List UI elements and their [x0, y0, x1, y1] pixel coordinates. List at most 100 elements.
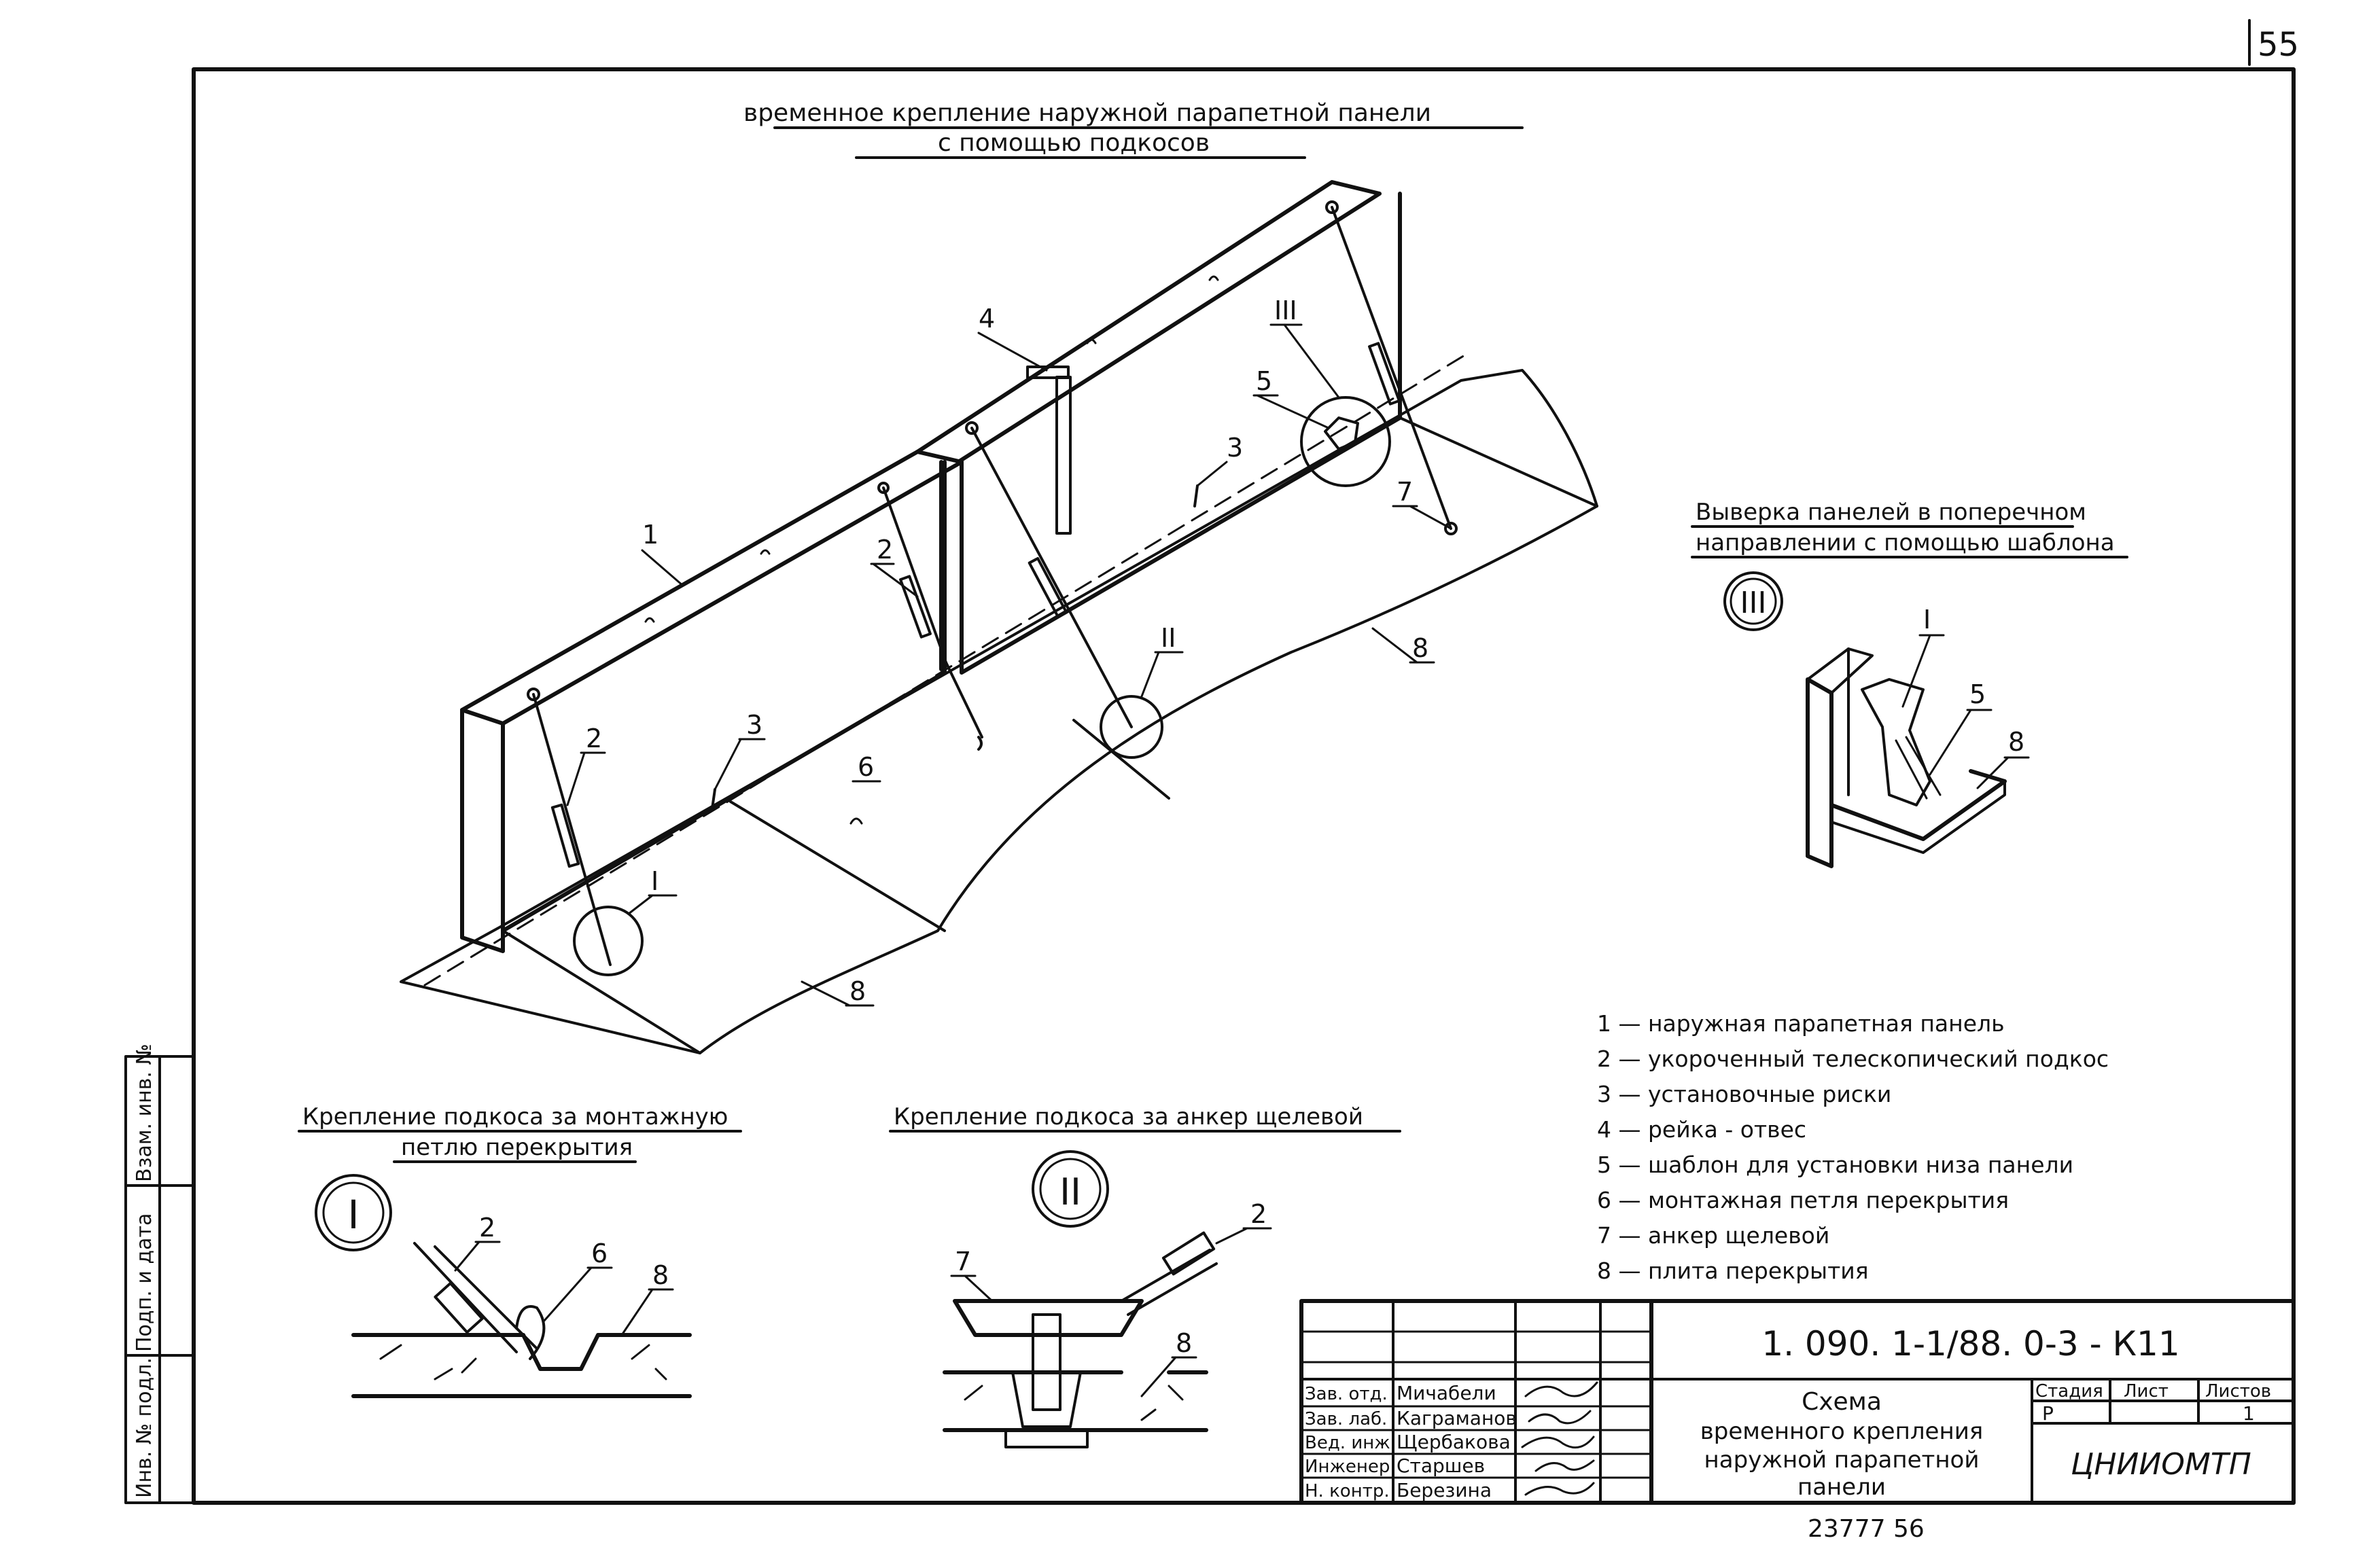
legend-item-4: 4 — рейка - отвес [1597, 1116, 1806, 1143]
side-stamp-sign: Подп. и дата [133, 1213, 156, 1352]
alignment-roman-circle [1723, 571, 1783, 631]
detail-I-brace [413, 1242, 518, 1353]
signature-3 [1521, 1436, 1595, 1449]
signature-5 [1524, 1482, 1595, 1496]
plumb-rail [1026, 366, 1072, 535]
legend-item-2: 2 — укороченный телескопический подкос [1597, 1046, 2109, 1072]
alignment-panel-section [1806, 677, 1833, 868]
legend-item-1: 1 — наружная парапетная панель [1597, 1010, 2005, 1037]
legend-item-6: 6 — монтажная петля перекрытия [1597, 1187, 2009, 1213]
detail-II-title: Крепление подкоса за анкер щелевой [894, 1103, 1363, 1130]
brace-group [527, 200, 1458, 966]
role-2: Зав. лаб. [1305, 1409, 1387, 1429]
alignment-callout-8: 8 [2008, 727, 2024, 757]
stage-value: Р [2042, 1402, 2054, 1425]
archive-number: 23777 56 [1808, 1515, 1925, 1543]
signature-1 [1524, 1381, 1598, 1397]
role-3-name: Щербакова [1397, 1431, 1511, 1453]
role-5: Н. контр. [1305, 1481, 1390, 1501]
detail-II-callout-8: 8 [1176, 1328, 1192, 1358]
main-title-line-1: временное крепление наружной парапетной … [743, 99, 1431, 127]
main-title: временное крепление наружной парапетной … [743, 99, 1524, 159]
legend-item-5: 5 — шаблон для установки низа панели [1597, 1152, 2073, 1178]
panel-loop-2 [760, 549, 771, 555]
callout-roman-II: II [1161, 623, 1176, 653]
callout-8-a: 8 [1412, 633, 1428, 663]
slab-joint-2 [1072, 719, 1170, 800]
detail-II-brace [1120, 1249, 1218, 1316]
template-in-circle [1324, 416, 1359, 450]
mark-3-a [711, 788, 716, 810]
detail-circle-III [1300, 396, 1391, 487]
side-stamp: Инв. № подл. Подп. и дата Взам. инв. № [124, 1044, 195, 1504]
sheet-label: Лист [2124, 1381, 2169, 1402]
alignment-title-line-1: Выверка панелей в поперечном [1696, 499, 2086, 526]
detail-I-slab-top [351, 1333, 692, 1371]
panel-loop-4 [1208, 275, 1219, 281]
signature-4 [1534, 1459, 1595, 1472]
alignment-title-line-2: направлении с помощью шаблона [1696, 529, 2115, 556]
legend-item-3: 3 — установочные риски [1597, 1081, 1891, 1107]
callout-roman-I: I [651, 866, 659, 896]
detail-II: Крепление подкоса за анкер щелевой II 2 … [889, 1103, 1401, 1448]
isometric-view: 1 2 2 3 3 4 5 6 7 8 [400, 180, 1598, 1054]
floor-slab [400, 369, 1598, 1054]
detail-II-callout-7: 7 [955, 1247, 971, 1277]
detail-I-title-line-1: Крепление подкоса за монтажную [302, 1103, 728, 1130]
title-block-name-4: панели [1797, 1474, 1886, 1501]
detail-I-roman-label: I [347, 1192, 359, 1238]
alignment-detail: Выверка панелей в поперечном направлении… [1691, 499, 2128, 868]
title-block-code: 1. 090. 1-1/88. 0-3 - К11 [1761, 1324, 2179, 1364]
title-block-name-1: Схема [1802, 1388, 1882, 1416]
detail-II-anchor-stem [1032, 1313, 1061, 1411]
main-title-line-2: с помощью подкосов [938, 129, 1210, 157]
panel-1-face [501, 460, 947, 933]
role-1-name: Мичабели [1397, 1382, 1496, 1404]
detail-circle-II [1100, 695, 1163, 759]
detail-I-callout-8: 8 [652, 1260, 669, 1290]
detail-I-title-line-2: петлю перекрытия [401, 1134, 633, 1161]
signature-2 [1528, 1410, 1592, 1425]
legend-item-8: 8 — плита перекрытия [1597, 1258, 1869, 1284]
panel-2-top [915, 180, 1382, 464]
alignment-callout-I: I [1923, 605, 1931, 635]
slab-joint-front [502, 929, 701, 1054]
callout-6-main: 6 [858, 752, 874, 782]
panel-loop-3 [1086, 338, 1097, 344]
title-block: 1. 090. 1-1/88. 0-3 - К11 Зав. отд. Мича… [1299, 1299, 2296, 1505]
sheets-label: Листов [2205, 1381, 2271, 1402]
detail-I-roman-circle [315, 1174, 392, 1251]
detail-II-anchor-wedge [1011, 1371, 1082, 1428]
slab-joint-1 [729, 800, 946, 932]
role-5-name: Березина [1397, 1479, 1492, 1501]
alignment-template [1861, 678, 1931, 806]
panel-1-end [460, 708, 505, 953]
legend: 1 — наружная парапетная панель 2 — укоро… [1597, 1010, 2109, 1284]
alignment-roman-label: III [1740, 586, 1767, 620]
callout-2-a: 2 [586, 724, 602, 753]
sheet-number: 55 [2258, 26, 2299, 64]
panel-2-face [960, 192, 1402, 675]
callout-3-b: 3 [1227, 433, 1243, 463]
alignment-slab [1829, 769, 2007, 841]
callout-2-b: 2 [877, 535, 893, 565]
detail-I-loop [515, 1305, 546, 1360]
detail-circle-I [573, 906, 644, 976]
title-block-name-2: временного крепления [1700, 1418, 1984, 1445]
legend-item-7: 7 — анкер щелевой [1597, 1222, 1829, 1249]
role-4-name: Старшев [1397, 1455, 1485, 1477]
callout-7-main: 7 [1397, 477, 1413, 507]
detail-I-callout-6: 6 [591, 1239, 608, 1268]
side-stamp-inv: Инв. № подл. [133, 1357, 156, 1498]
title-block-name-3: наружной парапетной [1704, 1446, 1980, 1474]
detail-I-callout-2: 2 [479, 1213, 495, 1243]
drawing-frame [192, 67, 2296, 1505]
detail-II-roman-circle [1032, 1150, 1109, 1228]
side-stamp-replace: Взам. инв. № [133, 1044, 156, 1182]
callout-8-b: 8 [849, 976, 866, 1006]
panel-loop-1 [644, 617, 655, 623]
role-2-name: Каграманов [1397, 1407, 1517, 1429]
detail-II-roman-label: II [1059, 1171, 1081, 1213]
mark-3-b [1193, 484, 1199, 507]
